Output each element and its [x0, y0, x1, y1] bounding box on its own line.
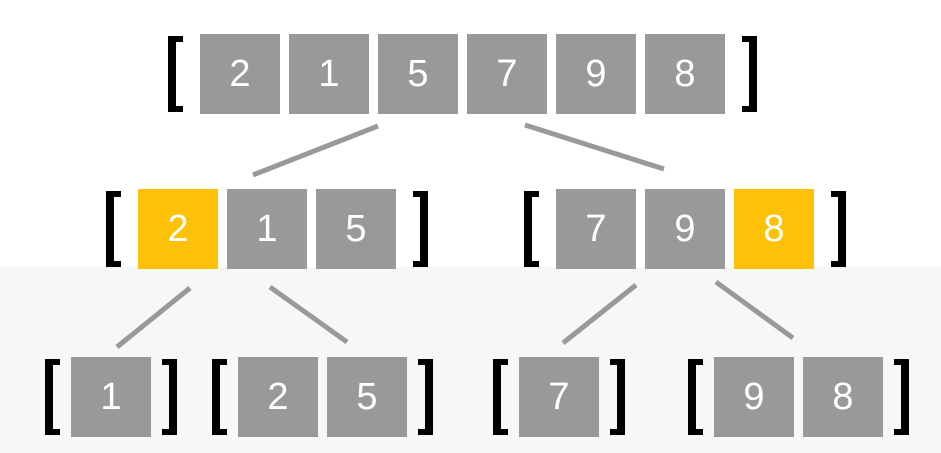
array-cell: 1	[71, 357, 151, 437]
open-bracket	[212, 359, 227, 435]
close-bracket	[831, 191, 846, 267]
connector-root-to-left	[252, 123, 379, 178]
array-cell: 9	[645, 189, 725, 269]
array-cell: 5	[327, 357, 407, 437]
close-bracket	[418, 359, 433, 435]
array-cell: 8	[645, 34, 725, 114]
open-bracket	[493, 359, 508, 435]
close-bracket	[894, 359, 909, 435]
array-cell: 9	[556, 34, 636, 114]
open-bracket	[524, 191, 539, 267]
array-cell: 1	[289, 34, 369, 114]
array-cell: 2	[200, 34, 280, 114]
array-cell: 8	[803, 357, 883, 437]
array-left: 2 1 5	[106, 189, 428, 269]
array-cell: 1	[227, 189, 307, 269]
open-bracket	[688, 359, 703, 435]
array-cell-highlighted: 8	[734, 189, 814, 269]
array-right-right: 9 8	[688, 357, 909, 437]
close-bracket	[413, 191, 428, 267]
array-right: 7 9 8	[524, 189, 846, 269]
array-root: 2 1 5 7 9 8	[168, 34, 757, 114]
array-left-right: 2 5	[212, 357, 433, 437]
array-cell: 7	[556, 189, 636, 269]
open-bracket	[106, 191, 121, 267]
array-left-left: 1	[45, 357, 177, 437]
array-cell: 7	[519, 357, 599, 437]
close-bracket	[162, 359, 177, 435]
array-cell-highlighted: 2	[138, 189, 218, 269]
array-cell: 5	[378, 34, 458, 114]
connector-root-to-right	[524, 122, 665, 172]
array-cell: 9	[714, 357, 794, 437]
array-right-left: 7	[493, 357, 625, 437]
open-bracket	[168, 36, 183, 112]
open-bracket	[45, 359, 60, 435]
close-bracket	[610, 359, 625, 435]
close-bracket	[742, 36, 757, 112]
array-cell: 5	[316, 189, 396, 269]
array-cell: 2	[238, 357, 318, 437]
array-cell: 7	[467, 34, 547, 114]
